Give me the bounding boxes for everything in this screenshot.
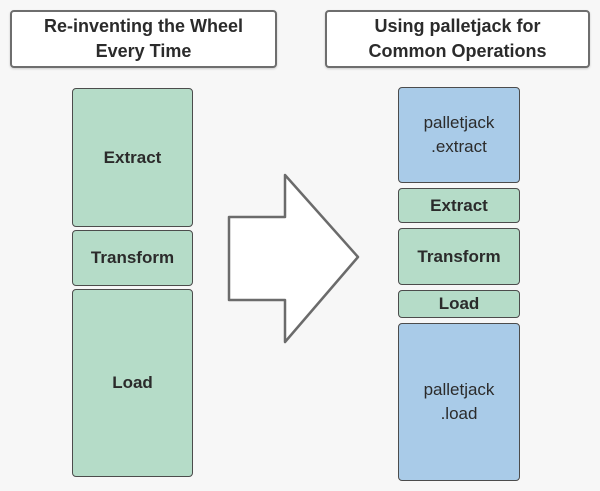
right-etl-column: palletjack .extract Extract Transform Lo… [398,87,520,481]
left-block-load: Load [72,289,193,477]
left-block-transform: Transform [72,230,193,286]
left-panel-title: Re-inventing the Wheel Every Time [10,10,277,68]
right-block-palletjack-load: palletjack .load [398,323,520,481]
right-block-extract: Extract [398,188,520,223]
right-block-transform: Transform [398,228,520,285]
right-block-load: Load [398,290,520,318]
right-block-palletjack-extract: palletjack .extract [398,87,520,183]
left-etl-column: Extract Transform Load [72,88,193,477]
left-block-extract: Extract [72,88,193,227]
right-panel-title: Using palletjack for Common Operations [325,10,590,68]
right-arrow-icon [227,173,360,344]
